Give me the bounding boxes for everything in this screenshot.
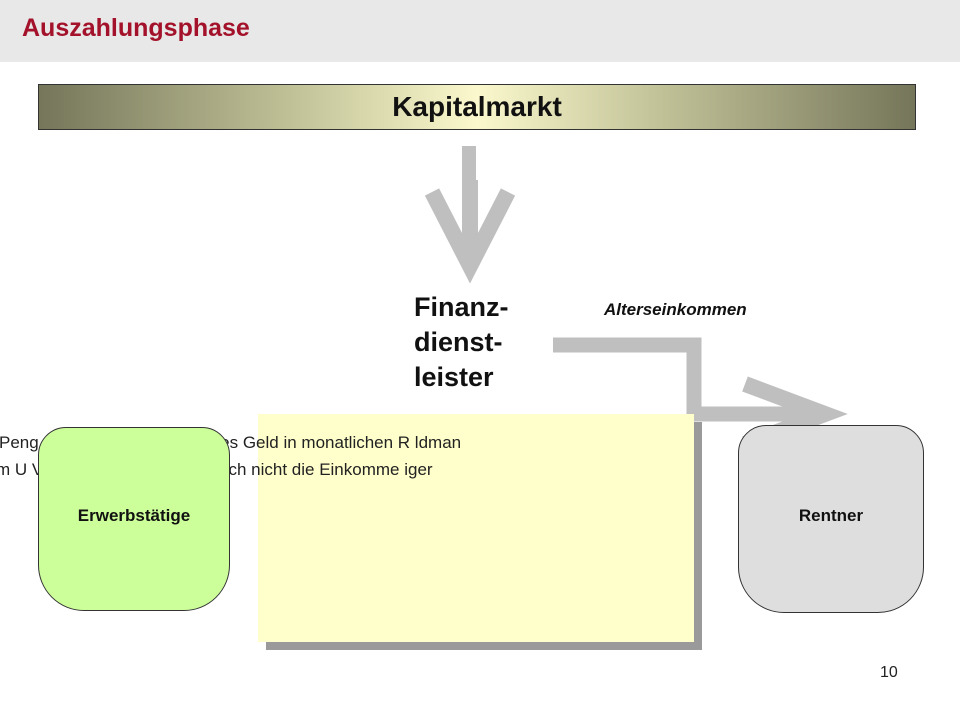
- note-box: [258, 414, 694, 642]
- retiree-label: Rentner: [798, 506, 864, 525]
- capital-market-bar: Kapitalmarkt: [38, 84, 916, 130]
- provider-label-line: dienst-: [414, 327, 503, 357]
- provider-label-line: leister: [414, 362, 494, 392]
- worker-box: Erwerbstätige: [38, 427, 230, 611]
- financial-service-provider-label: Finanz- dienst- leister: [414, 290, 554, 395]
- down-arrow-icon: [424, 140, 516, 284]
- retiree-box: Rentner: [738, 425, 924, 613]
- header-band: Auszahlungsphase: [0, 0, 960, 62]
- capital-market-label: Kapitalmarkt: [392, 91, 562, 122]
- slide-title: Auszahlungsphase: [22, 14, 250, 42]
- page-number: 10: [880, 664, 898, 681]
- provider-label-line: Finanz-: [414, 292, 509, 322]
- retirement-income-label: Alterseinkommen: [604, 300, 747, 319]
- worker-label: Erwerbstätige: [77, 506, 191, 525]
